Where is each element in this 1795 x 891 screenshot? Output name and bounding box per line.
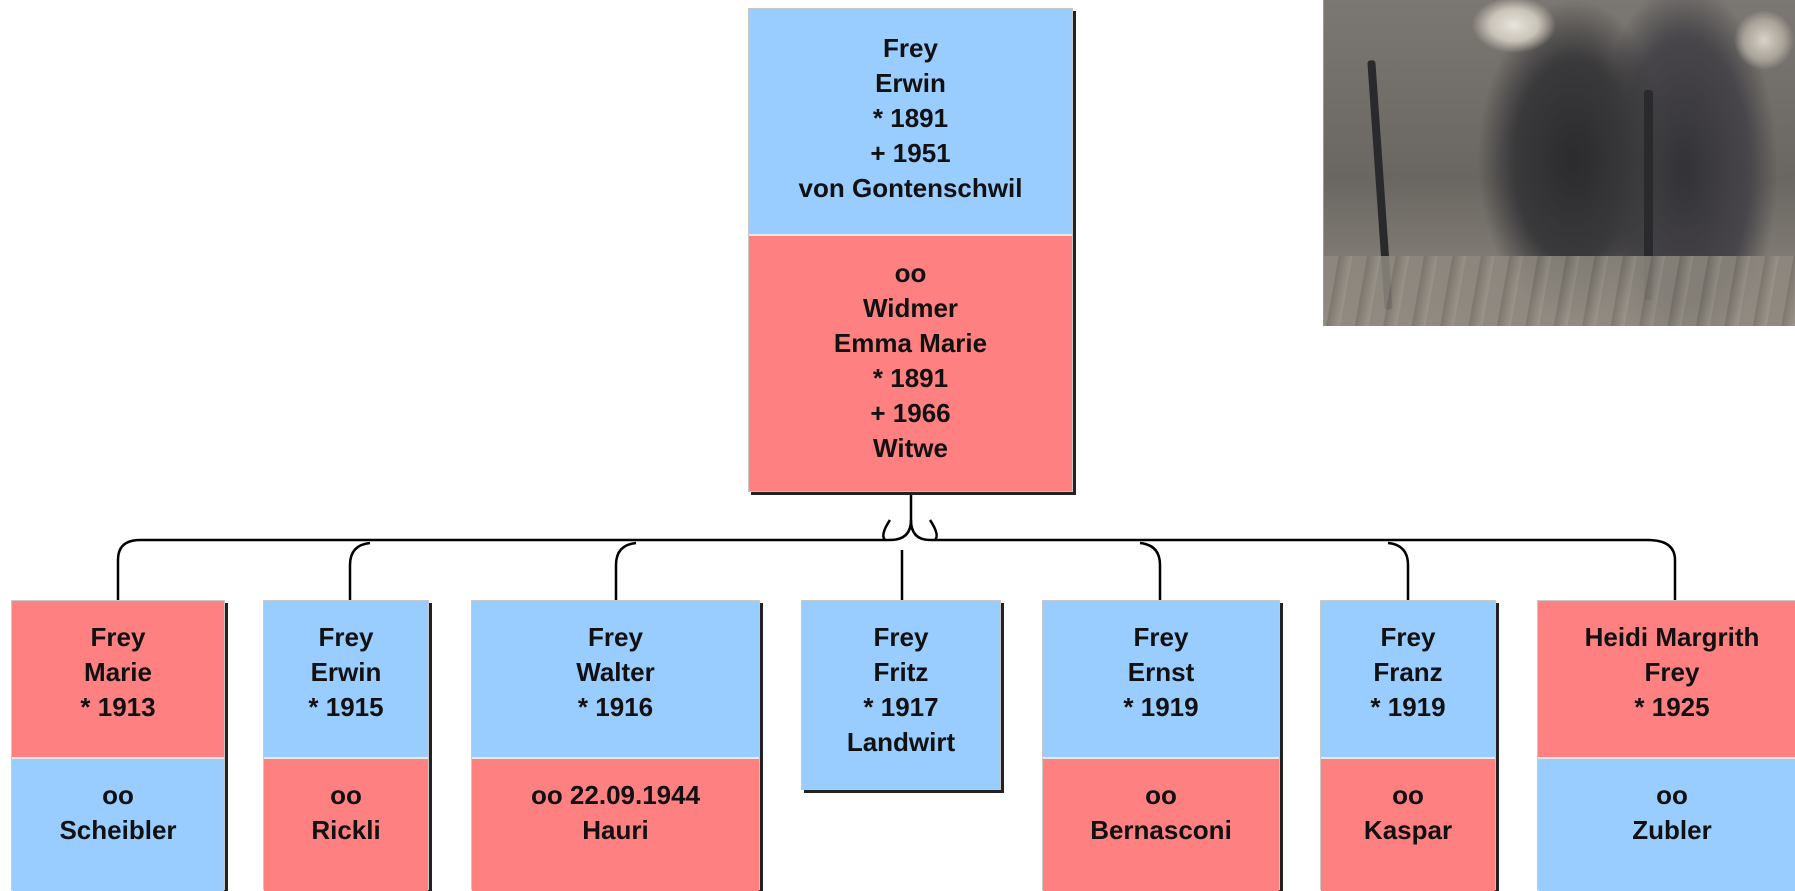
spouse-line: oo [1145, 780, 1177, 810]
family-photo [1323, 0, 1795, 326]
child-person-cell: Frey Marie * 1913 [12, 601, 224, 757]
child-line: Erwin [310, 657, 382, 687]
child-line: * 1919 [1370, 692, 1446, 722]
child-box: Frey Franz * 1919 oo Kaspar [1320, 600, 1496, 891]
spouse-line: Rickli [311, 815, 381, 845]
spouse-line: oo [1392, 780, 1424, 810]
husband-line: * 1891 [872, 103, 949, 133]
child-line: Frey [318, 622, 374, 652]
child-line: * 1925 [1634, 692, 1710, 722]
spouse-line: oo [1656, 780, 1688, 810]
spouse-line: oo 22.09.1944 [530, 780, 701, 810]
child-line: * 1919 [1123, 692, 1199, 722]
husband-line: Frey [883, 33, 938, 63]
spouse-line: Bernasconi [1090, 815, 1232, 845]
child-line: Frey [90, 622, 146, 652]
wife-line: Witwe [873, 433, 948, 463]
child-line: Fritz [873, 657, 929, 687]
child-line: * 1913 [80, 692, 156, 722]
wife-line: Emma Marie [833, 328, 988, 358]
child-person-cell: Frey Walter * 1916 [472, 601, 759, 757]
child-line: * 1917 [863, 692, 939, 722]
husband-cell: Frey Erwin * 1891 + 1951 von Gontenschwi… [749, 9, 1072, 234]
child-box: Frey Ernst * 1919 oo Bernasconi [1042, 600, 1280, 891]
child-spouse-cell: oo Bernasconi [1043, 757, 1279, 891]
child-box: Frey Fritz * 1917 Landwirt [801, 600, 1001, 790]
child-line: Frey [1380, 622, 1436, 652]
husband-line: + 1951 [870, 138, 951, 168]
parents-box: Frey Erwin * 1891 + 1951 von Gontenschwi… [748, 8, 1073, 492]
child-line: Frey [873, 622, 929, 652]
child-spouse-cell: oo Scheibler [12, 757, 224, 891]
family-tree-connectors [116, 492, 1677, 600]
child-person-cell: Frey Ernst * 1919 [1043, 601, 1279, 757]
child-box: Frey Marie * 1913 oo Scheibler [11, 600, 225, 891]
spouse-line: Hauri [582, 815, 649, 845]
child-spouse-cell: oo Zubler [1538, 757, 1795, 891]
spouse-line: Kaspar [1363, 815, 1453, 845]
wife-line: oo [894, 258, 927, 288]
child-line: Marie [84, 657, 152, 687]
child-line: Ernst [1127, 657, 1195, 687]
husband-line: von Gontenschwil [798, 173, 1023, 203]
wife-cell: oo Widmer Emma Marie * 1891 + 1966 Witwe [749, 234, 1072, 491]
spouse-line: Zubler [1632, 815, 1712, 845]
spouse-line: oo [330, 780, 362, 810]
child-line: Landwirt [846, 727, 956, 757]
child-line: Heidi Margrith [1584, 622, 1760, 652]
child-spouse-cell: oo Kaspar [1321, 757, 1495, 891]
child-box: Frey Walter * 1916 oo 22.09.1944 Hauri [471, 600, 760, 891]
wife-line: + 1966 [870, 398, 951, 428]
child-person-cell: Frey Franz * 1919 [1321, 601, 1495, 757]
spouse-line: oo [102, 780, 134, 810]
child-line: Frey [1133, 622, 1189, 652]
wife-line: Widmer [862, 293, 959, 323]
child-box: Frey Erwin * 1915 oo Rickli [263, 600, 429, 891]
child-person-cell: Frey Erwin * 1915 [264, 601, 428, 757]
child-line: Frey [588, 622, 643, 652]
child-person-cell: Heidi Margrith Frey * 1925 [1538, 601, 1795, 757]
spouse-line: Scheibler [59, 815, 177, 845]
child-line: * 1916 [577, 692, 654, 722]
child-line: Walter [576, 657, 655, 687]
child-person-cell: Frey Fritz * 1917 Landwirt [802, 601, 1000, 789]
child-spouse-cell: oo Rickli [264, 757, 428, 891]
child-spouse-cell: oo 22.09.1944 Hauri [472, 757, 759, 891]
child-line: Frey [1644, 657, 1700, 687]
child-line: Franz [1373, 657, 1443, 687]
child-line: * 1915 [308, 692, 384, 722]
wife-line: * 1891 [872, 363, 949, 393]
child-box: Heidi Margrith Frey * 1925 oo Zubler [1537, 600, 1795, 891]
husband-line: Erwin [875, 68, 946, 98]
